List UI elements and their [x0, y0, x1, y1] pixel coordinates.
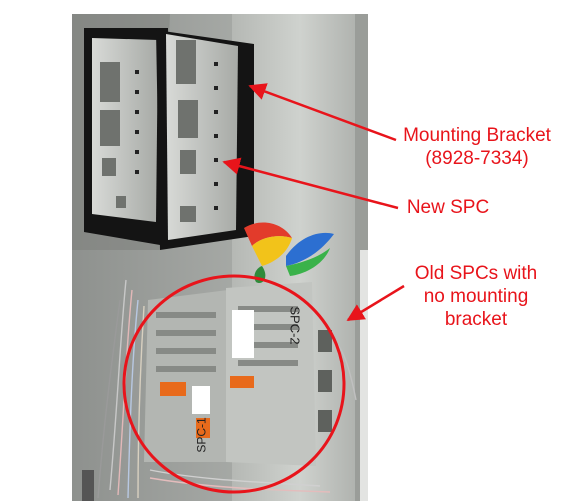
annotation-line: no mounting	[423, 286, 529, 307]
red-arrow-icon	[346, 284, 405, 322]
unit-label-left: SPC-1	[194, 417, 209, 453]
annotation-line: bracket	[444, 309, 508, 330]
old-spcs-annotation: Old SPCs with no mounting bracket	[392, 262, 560, 331]
red-arrow-icon	[248, 83, 397, 142]
red-arrow-icon	[222, 157, 399, 210]
old-spc-units	[144, 282, 332, 466]
mounting-bracket-annotation: Mounting Bracket (8928-7334)	[392, 124, 562, 170]
unit-label-right: SPC-2	[287, 306, 303, 345]
annotation-line: Mounting Bracket	[403, 125, 551, 146]
new-spc-annotation: New SPC	[398, 196, 498, 219]
upper-left-controller	[84, 28, 168, 246]
annotation-line: New SPC	[406, 197, 490, 218]
red-circle-outline	[122, 274, 346, 494]
new-spc-controller	[156, 30, 254, 250]
annotation-arrows	[222, 83, 405, 322]
logo-icon	[244, 222, 334, 284]
wiring-bundle	[97, 279, 357, 499]
annotation-line: (8928-7334)	[425, 148, 529, 169]
cable-tray	[82, 470, 94, 501]
annotation-line: Old SPCs with	[414, 263, 538, 284]
